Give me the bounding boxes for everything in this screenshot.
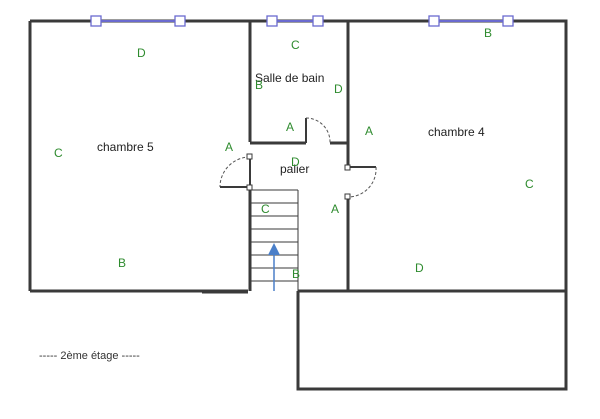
- window-chambre4-end: [502, 15, 514, 27]
- wall-marker-sdb: C: [291, 38, 300, 52]
- wall-marker-chambre5: C: [54, 146, 63, 160]
- door-hinge: [246, 184, 253, 191]
- room-labels: chambre 5 Salle de bain palier chambre 4: [97, 71, 485, 176]
- door-hinge: [246, 153, 253, 160]
- window-sdb-end: [266, 15, 278, 27]
- floor-legend: ----- 2ème étage -----: [39, 350, 140, 362]
- staircase: [250, 189, 299, 291]
- wall-marker-chambre5: D: [137, 46, 146, 60]
- wall-marker-chambre4: A: [365, 124, 373, 138]
- room-label-palier: palier: [280, 162, 309, 176]
- wall-markers: D C A B C B D A D C A B B A C D: [54, 26, 534, 281]
- window-sdb-end: [312, 15, 324, 27]
- windows: [90, 15, 514, 27]
- wall-marker-sdb: A: [286, 120, 294, 134]
- lower-annex-wall: [296, 291, 568, 391]
- wall-marker-chambre4: D: [415, 261, 424, 275]
- door-chambre4-arc: [347, 166, 377, 198]
- wall-marker-palier: B: [292, 267, 300, 281]
- door-chambre5-arc: [219, 156, 251, 188]
- room-label-chambre4: chambre 4: [428, 125, 485, 139]
- wall-marker-chambre5: B: [118, 256, 126, 270]
- window-chambre5-end: [90, 15, 102, 27]
- wall-marker-chambre5: A: [225, 140, 233, 154]
- stair-arrow-icon: [268, 243, 280, 255]
- door-sdb-arc: [305, 117, 331, 144]
- wall-marker-chambre4: B: [484, 26, 492, 40]
- walls: [28, 19, 568, 391]
- door-hinge: [344, 193, 351, 200]
- wall-marker-sdb: B: [255, 78, 263, 92]
- door-hinge: [344, 164, 351, 171]
- room-label-chambre5: chambre 5: [97, 140, 154, 154]
- doors: [219, 117, 377, 200]
- wall-marker-sdb: D: [334, 82, 343, 96]
- wall-marker-palier: C: [261, 202, 270, 216]
- wall-marker-palier: D: [291, 155, 300, 169]
- wall-marker-palier: A: [331, 202, 339, 216]
- wall-marker-chambre4: C: [525, 177, 534, 191]
- window-chambre4-end: [428, 15, 440, 27]
- room-label-salle-de-bain: Salle de bain: [255, 71, 324, 85]
- window-chambre5-end: [174, 15, 186, 27]
